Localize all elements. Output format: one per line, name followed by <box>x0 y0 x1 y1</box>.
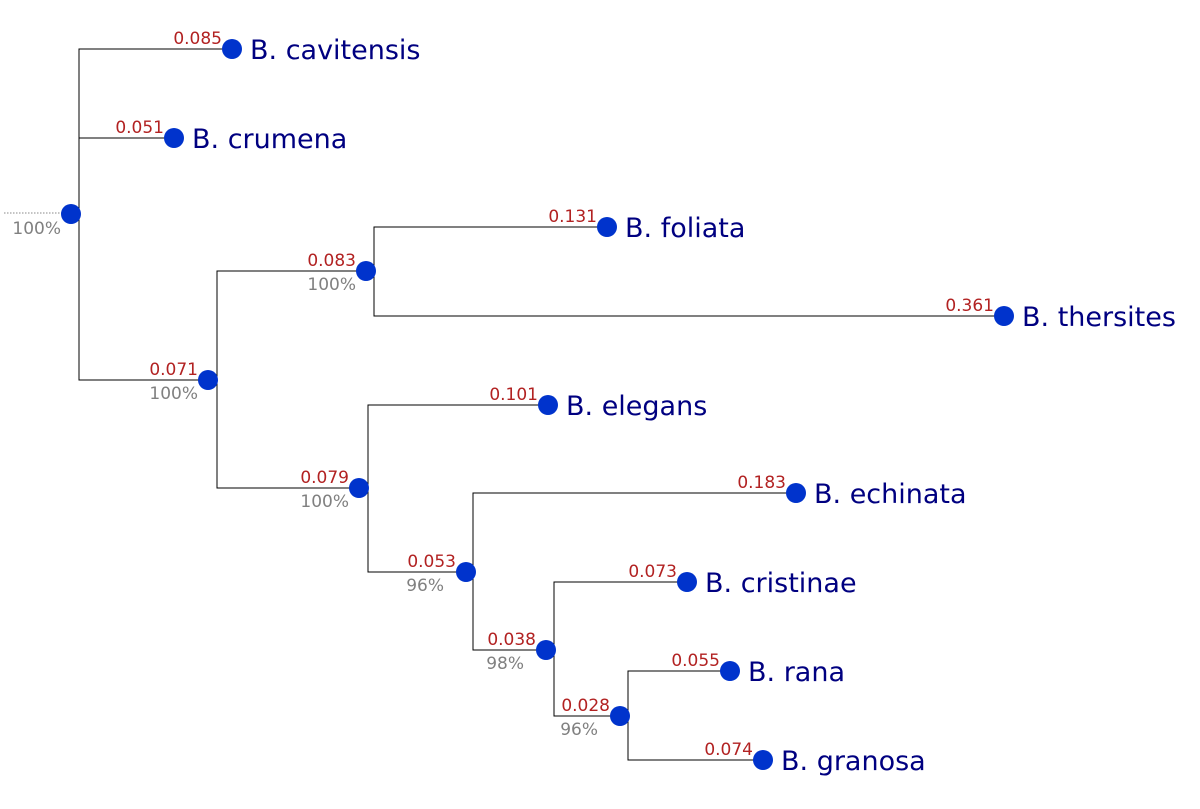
branch-length-d: 0.053 <box>407 552 456 572</box>
support-e: 98% <box>486 654 524 674</box>
branch-f-to-granosa <box>627 716 763 761</box>
leaf-node-granosa <box>753 750 773 770</box>
leaf-label-echinata: B. echinata <box>814 479 967 510</box>
node-b <box>356 261 376 281</box>
leaf-node-crumena <box>164 128 184 148</box>
support-b: 100% <box>307 275 356 295</box>
branch-b-to-foliata <box>373 226 607 271</box>
branch-length-echinata: 0.183 <box>737 473 786 493</box>
leaf-label-elegans: B. elegans <box>566 391 707 422</box>
leaf-label-crumena: B. crumena <box>192 124 347 155</box>
branch-length-e: 0.038 <box>487 630 536 650</box>
branch-c-to-d <box>367 488 466 573</box>
node-f <box>610 706 630 726</box>
leaf-node-echinata <box>786 483 806 503</box>
branch-d-to-echinata <box>472 492 796 572</box>
leaf-label-granosa: B. granosa <box>781 746 926 777</box>
node-e <box>536 640 556 660</box>
support-c: 100% <box>300 492 349 512</box>
leaf-label-thersites: B. thersites <box>1022 302 1176 333</box>
branch-b-to-thersites <box>373 271 1004 317</box>
branch-length-rana: 0.055 <box>671 651 720 671</box>
node-a <box>198 370 218 390</box>
leaf-node-cristinae <box>677 572 697 592</box>
branch-length-foliata: 0.131 <box>548 207 597 227</box>
leaf-node-cavitensis <box>222 39 242 59</box>
node-d <box>456 562 476 582</box>
branch-a-to-c <box>216 380 359 489</box>
node-root <box>61 204 81 224</box>
leaf-node-thersites <box>994 306 1014 326</box>
branch-length-cavitensis: 0.085 <box>173 29 222 49</box>
leaf-node-rana <box>720 661 740 681</box>
branch-e-to-f <box>553 650 620 717</box>
branch-length-granosa: 0.074 <box>704 740 753 760</box>
branch-root-to-clade-a <box>78 214 208 381</box>
leaf-label-cristinae: B. cristinae <box>705 568 857 599</box>
branch-c-to-elegans <box>367 404 548 488</box>
branch-d-to-e <box>472 572 546 651</box>
branch-length-crumena: 0.051 <box>115 118 164 138</box>
branch-root-to-crumena <box>78 137 174 214</box>
leaf-label-rana: B. rana <box>748 657 845 688</box>
branch-f-to-rana <box>627 670 730 716</box>
branch-length-elegans: 0.101 <box>489 385 538 405</box>
support-d: 96% <box>406 576 444 596</box>
leaf-label-cavitensis: B. cavitensis <box>250 35 421 66</box>
branch-length-cristinae: 0.073 <box>628 562 677 582</box>
branch-length-b: 0.083 <box>307 251 356 271</box>
branch-length-f: 0.028 <box>561 696 610 716</box>
branch-a-to-b <box>216 270 366 380</box>
leaf-node-foliata <box>597 217 617 237</box>
support-root: 100% <box>12 219 61 239</box>
node-c <box>349 478 369 498</box>
branch-e-to-cristinae <box>553 581 687 650</box>
support-f: 96% <box>560 720 598 740</box>
branch-length-c: 0.079 <box>300 468 349 488</box>
branch-length-a: 0.071 <box>149 360 198 380</box>
leaf-node-elegans <box>538 395 558 415</box>
leaf-label-foliata: B. foliata <box>625 213 745 244</box>
support-a: 100% <box>149 384 198 404</box>
branch-length-thersites: 0.361 <box>945 296 994 316</box>
